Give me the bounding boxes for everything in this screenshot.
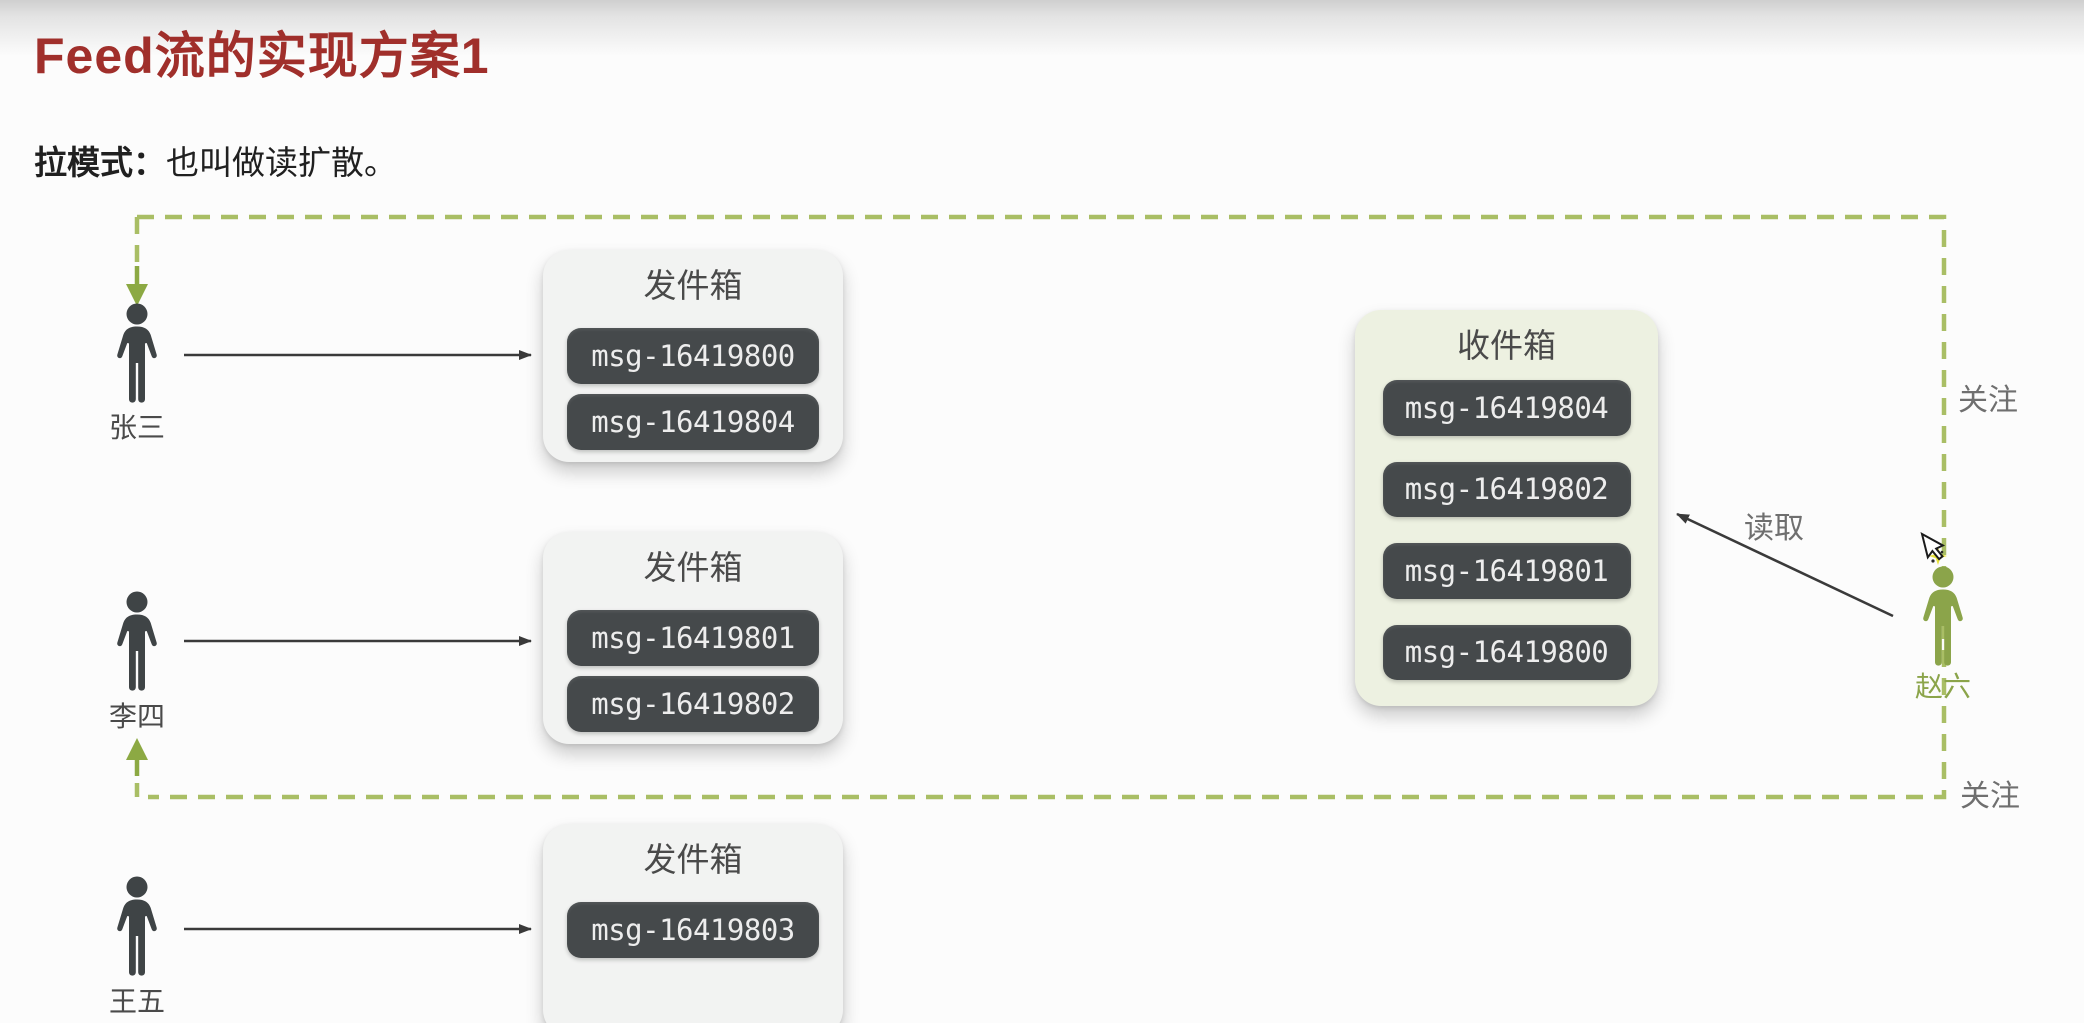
actor-label-lisi: 李四	[108, 701, 166, 732]
read-label: 读取	[1744, 512, 1804, 545]
subtitle: 拉模式：也叫做读扩散。	[34, 136, 397, 184]
message-pill: msg-16419803	[567, 902, 819, 958]
message-pill: msg-16419801	[1382, 543, 1631, 599]
actor-label-zhangsan: 张三	[108, 412, 166, 443]
mode-label: 拉模式：	[34, 144, 166, 181]
inbox-title: 收件箱	[1457, 327, 1556, 364]
outbox-lisi: 发件箱 msg-16419801 msg-16419802	[543, 532, 843, 744]
message-pill: msg-16419804	[567, 394, 819, 450]
inbox-zhaoliu: 收件箱 msg-16419804 msg-16419802 msg-164198…	[1355, 310, 1658, 706]
outbox-title: 发件箱	[643, 841, 743, 878]
message-pill: msg-16419802	[1382, 461, 1631, 517]
outbox-title: 发件箱	[643, 267, 743, 304]
green-arrowhead-up-icon	[126, 738, 148, 760]
message-pill: msg-16419800	[567, 328, 819, 384]
mouse-cursor-icon	[1920, 532, 1947, 565]
actor-label-wangwu: 王五	[108, 986, 166, 1017]
actor-label-zhaoliu: 赵六	[1914, 671, 1972, 702]
person-icon-wangwu	[117, 876, 157, 976]
green-arrowhead-down-icon	[126, 284, 148, 306]
message-pill: msg-16419802	[567, 676, 819, 732]
message-pill: msg-16419800	[1382, 624, 1631, 680]
outbox-zhangsan: 发件箱 msg-16419800 msg-16419804	[543, 250, 843, 462]
outbox-title: 发件箱	[643, 549, 743, 586]
arrow-zhaoliu-read-inbox	[1676, 512, 1894, 618]
person-icon-lisi	[117, 591, 157, 691]
cursor-speckle	[1931, 559, 1935, 563]
cursor-pointer-icon	[1920, 532, 1946, 561]
message-pill: msg-16419804	[1382, 380, 1631, 436]
person-icon-zhangsan	[117, 303, 157, 403]
mode-description: 也叫做读扩散。	[166, 144, 397, 181]
follow-label-top: 关注	[1958, 384, 2018, 417]
top-gradient-band	[0, 0, 2084, 58]
follow-label-bottom: 关注	[1960, 780, 2020, 813]
message-pill: msg-16419801	[567, 610, 819, 666]
follow-loop-dashed-line	[137, 214, 1947, 800]
page-title: Feed流的实现方案1	[34, 28, 490, 84]
cursor-speckle	[1940, 550, 1944, 554]
outbox-wangwu: 发件箱 msg-16419803	[543, 824, 843, 1023]
